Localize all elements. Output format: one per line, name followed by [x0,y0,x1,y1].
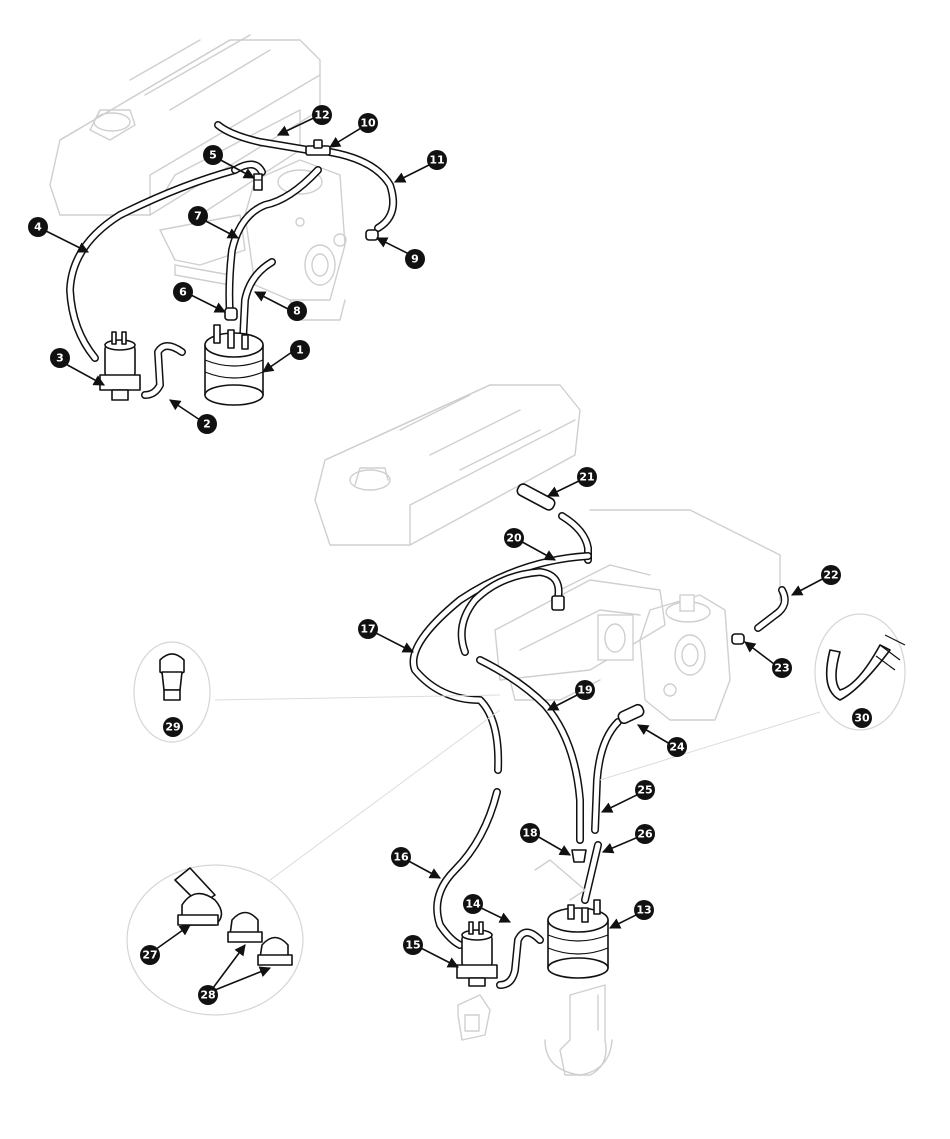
callout-21: 21 [577,467,597,487]
callout-14: 14 [463,894,483,914]
svg-text:28: 28 [200,989,215,1002]
svg-text:4: 4 [34,221,42,234]
cap-9 [365,229,379,241]
valve-bracket-ghost [457,994,491,1041]
callout-5: 5 [203,145,223,165]
callout-27: 27 [140,945,160,965]
hose-7 [225,166,322,319]
hose-26 [581,841,602,904]
svg-text:29: 29 [165,721,180,734]
detail-27-28 [126,709,501,1016]
bottom-carburettor-ghost [639,594,731,721]
callout-7: 7 [188,206,208,226]
callout-13: 13 [634,900,654,920]
restrictor-18 [571,849,587,863]
svg-text:24: 24 [669,741,685,754]
union-20 [551,595,565,611]
svg-text:3: 3 [56,352,64,365]
svg-text:1: 1 [296,344,304,357]
svg-text:12: 12 [314,109,329,122]
svg-text:8: 8 [293,305,301,318]
callout-26: 26 [635,824,655,844]
hose-22 [754,586,789,632]
callout-9: 9 [405,249,425,269]
svg-text:27: 27 [142,949,157,962]
callout-6: 6 [173,282,193,302]
hose-20 [558,512,592,564]
svg-text:10: 10 [360,117,376,130]
callout-1: 1 [290,340,310,360]
svg-text:6: 6 [179,286,187,299]
hose-17 [409,552,592,774]
charcoal-canister-13 [534,859,609,979]
callout-16: 16 [391,847,411,867]
canister-bracket-ghost [544,984,613,1076]
hose-8 [239,258,276,344]
svg-text:11: 11 [429,154,444,167]
hose-25 [591,718,622,834]
detail-30 [599,613,906,781]
purge-valve-3 [99,331,141,401]
callout-18: 18 [520,823,540,843]
callout-17: 17 [358,619,378,639]
tee-connector-10 [305,139,331,156]
callout-4: 4 [28,217,48,237]
svg-text:30: 30 [854,712,870,725]
callout-30: 30 [852,708,872,728]
svg-text:20: 20 [506,532,522,545]
bottom-rocker-cover-ghost [314,384,781,601]
callout-28: 28 [198,985,218,1005]
callout-29: 29 [163,717,183,737]
callout-19: 19 [575,680,595,700]
hose-11 [326,148,397,232]
hose-16 [433,788,501,949]
callout-10: 10 [358,113,378,133]
restrictor-6 [224,307,238,321]
svg-text:26: 26 [637,828,653,841]
svg-text:16: 16 [393,851,409,864]
callout-25: 25 [635,780,655,800]
callout-3: 3 [50,348,70,368]
svg-text:2: 2 [203,418,211,431]
shaped-hose-2 [141,342,186,399]
hose-17b [457,568,563,656]
svg-text:7: 7 [194,210,202,223]
callout-22: 22 [821,565,841,585]
leaders [39,114,831,993]
callout-11: 11 [427,150,447,170]
hose-21 [516,483,556,511]
svg-text:15: 15 [405,939,420,952]
svg-text:13: 13 [636,904,651,917]
svg-text:5: 5 [209,149,217,162]
svg-text:17: 17 [360,623,375,636]
hose-24 [617,703,645,725]
callout-8: 8 [287,301,307,321]
svg-text:25: 25 [637,784,652,797]
charcoal-canister-1 [204,324,264,406]
adaptor-5 [253,173,263,191]
svg-text:23: 23 [774,662,789,675]
svg-text:19: 19 [577,684,592,697]
svg-text:9: 9 [411,253,419,266]
svg-text:21: 21 [579,471,594,484]
callout-24: 24 [667,737,687,757]
svg-text:18: 18 [522,827,537,840]
callout-20: 20 [504,528,524,548]
svg-text:22: 22 [823,569,838,582]
hose-5 [231,160,266,176]
purge-valve-15 [456,921,498,987]
callout-12: 12 [312,105,332,125]
svg-text:14: 14 [465,898,481,911]
cap-23 [731,633,745,645]
callout-2: 2 [197,414,217,434]
callout-23: 23 [772,658,792,678]
callout-15: 15 [403,935,423,955]
hose-12 [214,121,312,154]
hose-4 [66,166,239,362]
shaped-hose-14 [496,928,544,989]
detail-29 [133,641,501,743]
